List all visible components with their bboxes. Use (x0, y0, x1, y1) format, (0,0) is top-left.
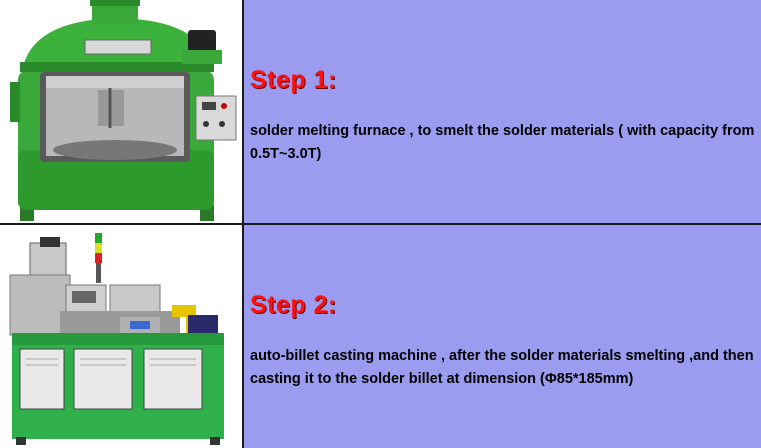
step-1-description: solder melting furnace , to smelt the so… (250, 123, 755, 162)
step-1-title: Step 1: (250, 66, 337, 94)
step-row-2: Step 2: auto-billet casting machine , af… (0, 225, 761, 448)
step-2-panel: Step 2: auto-billet casting machine , af… (244, 225, 761, 448)
step-1-panel: Step 1: solder melting furnace , to smel… (244, 0, 761, 224)
column-divider (242, 0, 244, 448)
step-2-description: auto-billet casting machine , after the … (250, 348, 754, 387)
step-row-1: Step 1: solder melting furnace , to smel… (0, 0, 761, 224)
step-2-title: Step 2: (250, 291, 337, 319)
casting-machine-image (0, 225, 242, 448)
furnace-image (0, 0, 242, 224)
row-divider (0, 223, 761, 225)
